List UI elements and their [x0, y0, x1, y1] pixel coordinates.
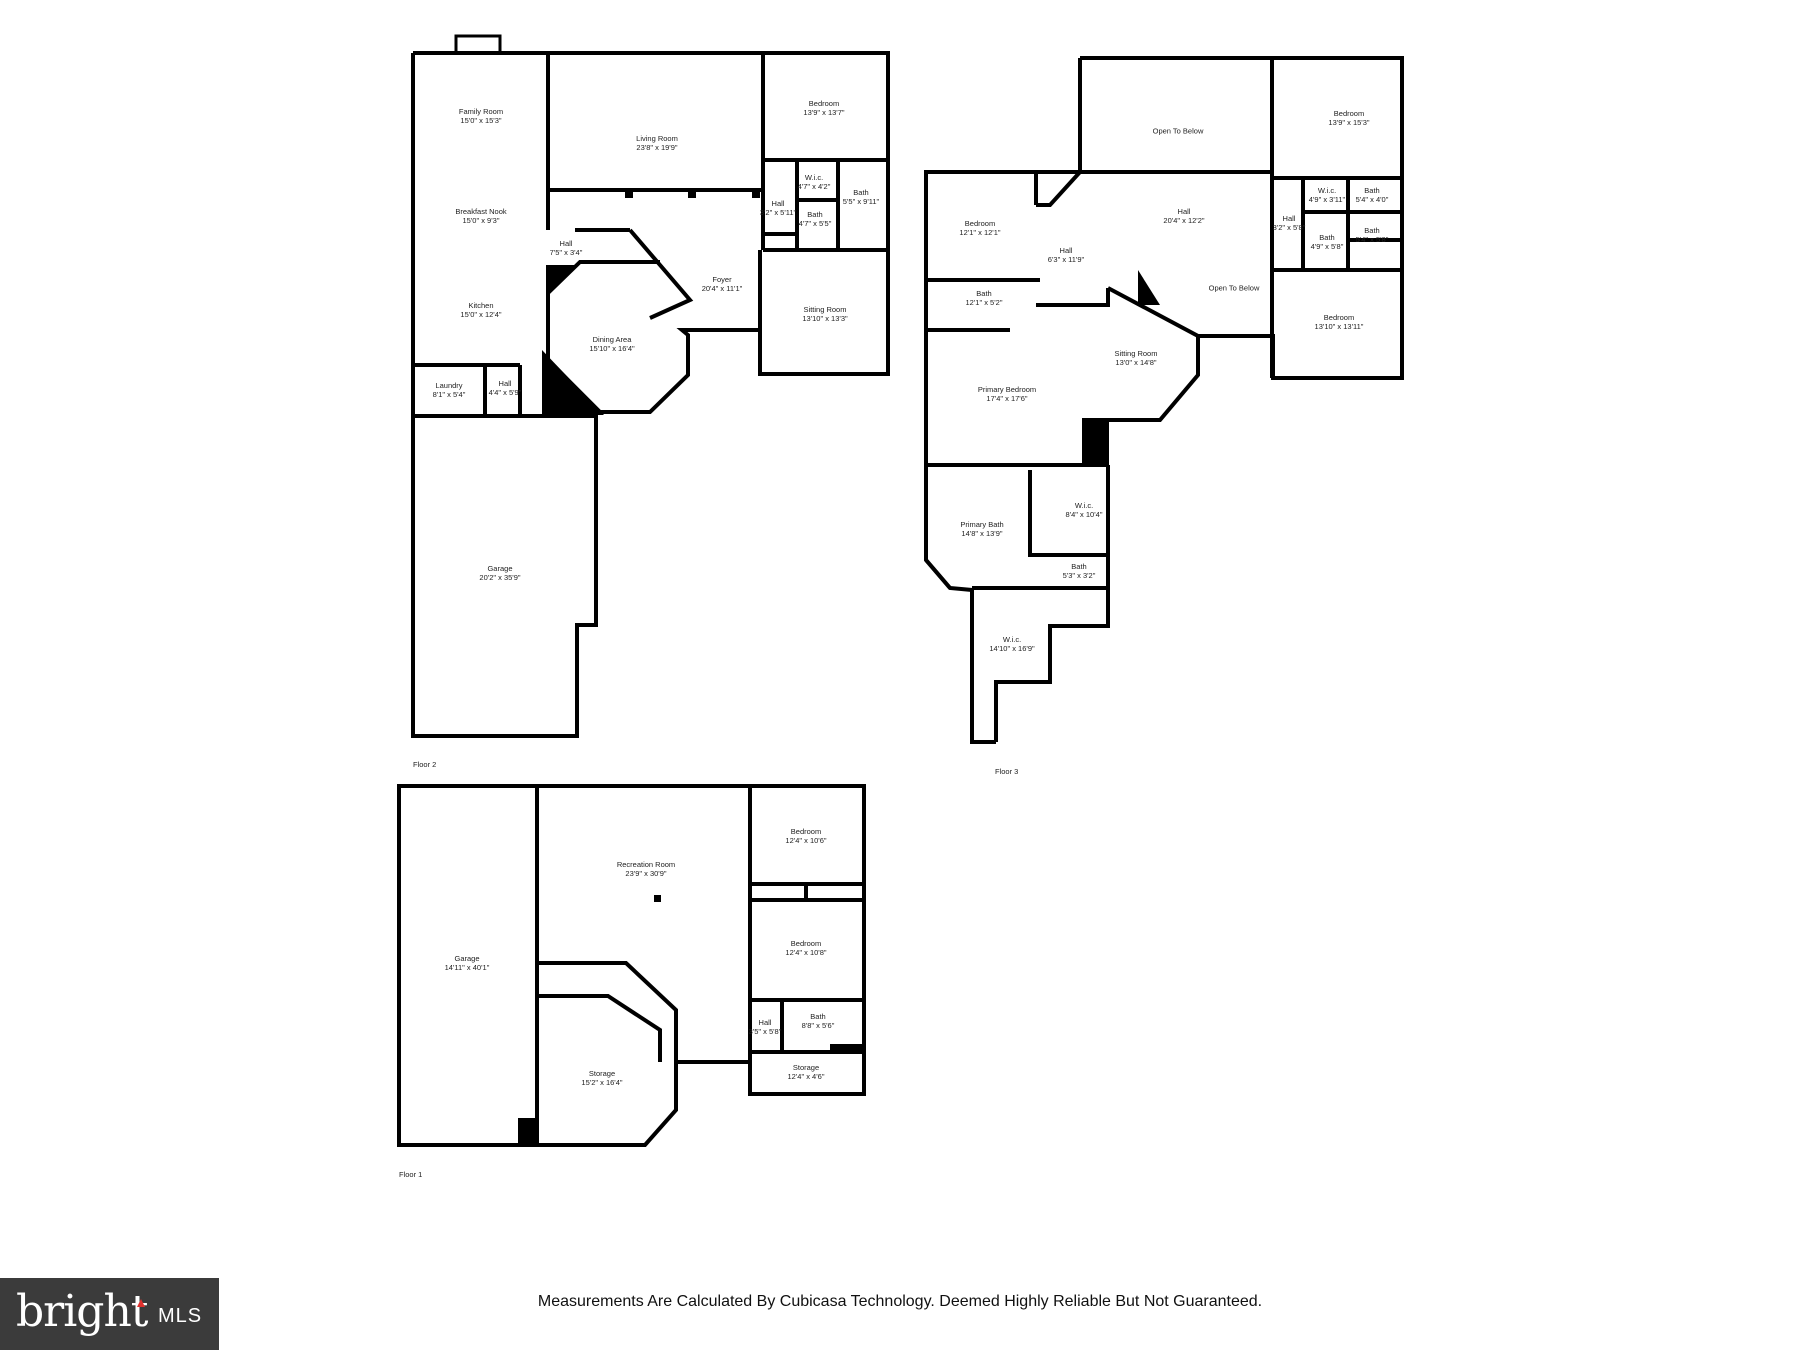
floor-2-label: Floor 2 — [413, 760, 437, 769]
floor-3-walls — [924, 56, 1404, 744]
floor-1-walls — [397, 784, 866, 1147]
floor-1-label: Floor 1 — [399, 1170, 423, 1179]
bright-mls-logo: bright MLS — [0, 1278, 219, 1350]
floor-3-label: Floor 3 — [995, 767, 1019, 776]
floor-3-fill-stair — [1138, 270, 1160, 305]
logo-wordmark: bright — [16, 1286, 148, 1337]
floor-2-fill-column — [542, 350, 604, 415]
measurement-disclaimer: Measurements Are Calculated By Cubicasa … — [537, 1293, 1263, 1310]
floor-2-walls — [411, 51, 890, 738]
logo-accent-icon — [137, 1299, 145, 1307]
floor-2-fill-stair — [548, 265, 578, 293]
logo-suffix: MLS — [158, 1305, 203, 1327]
